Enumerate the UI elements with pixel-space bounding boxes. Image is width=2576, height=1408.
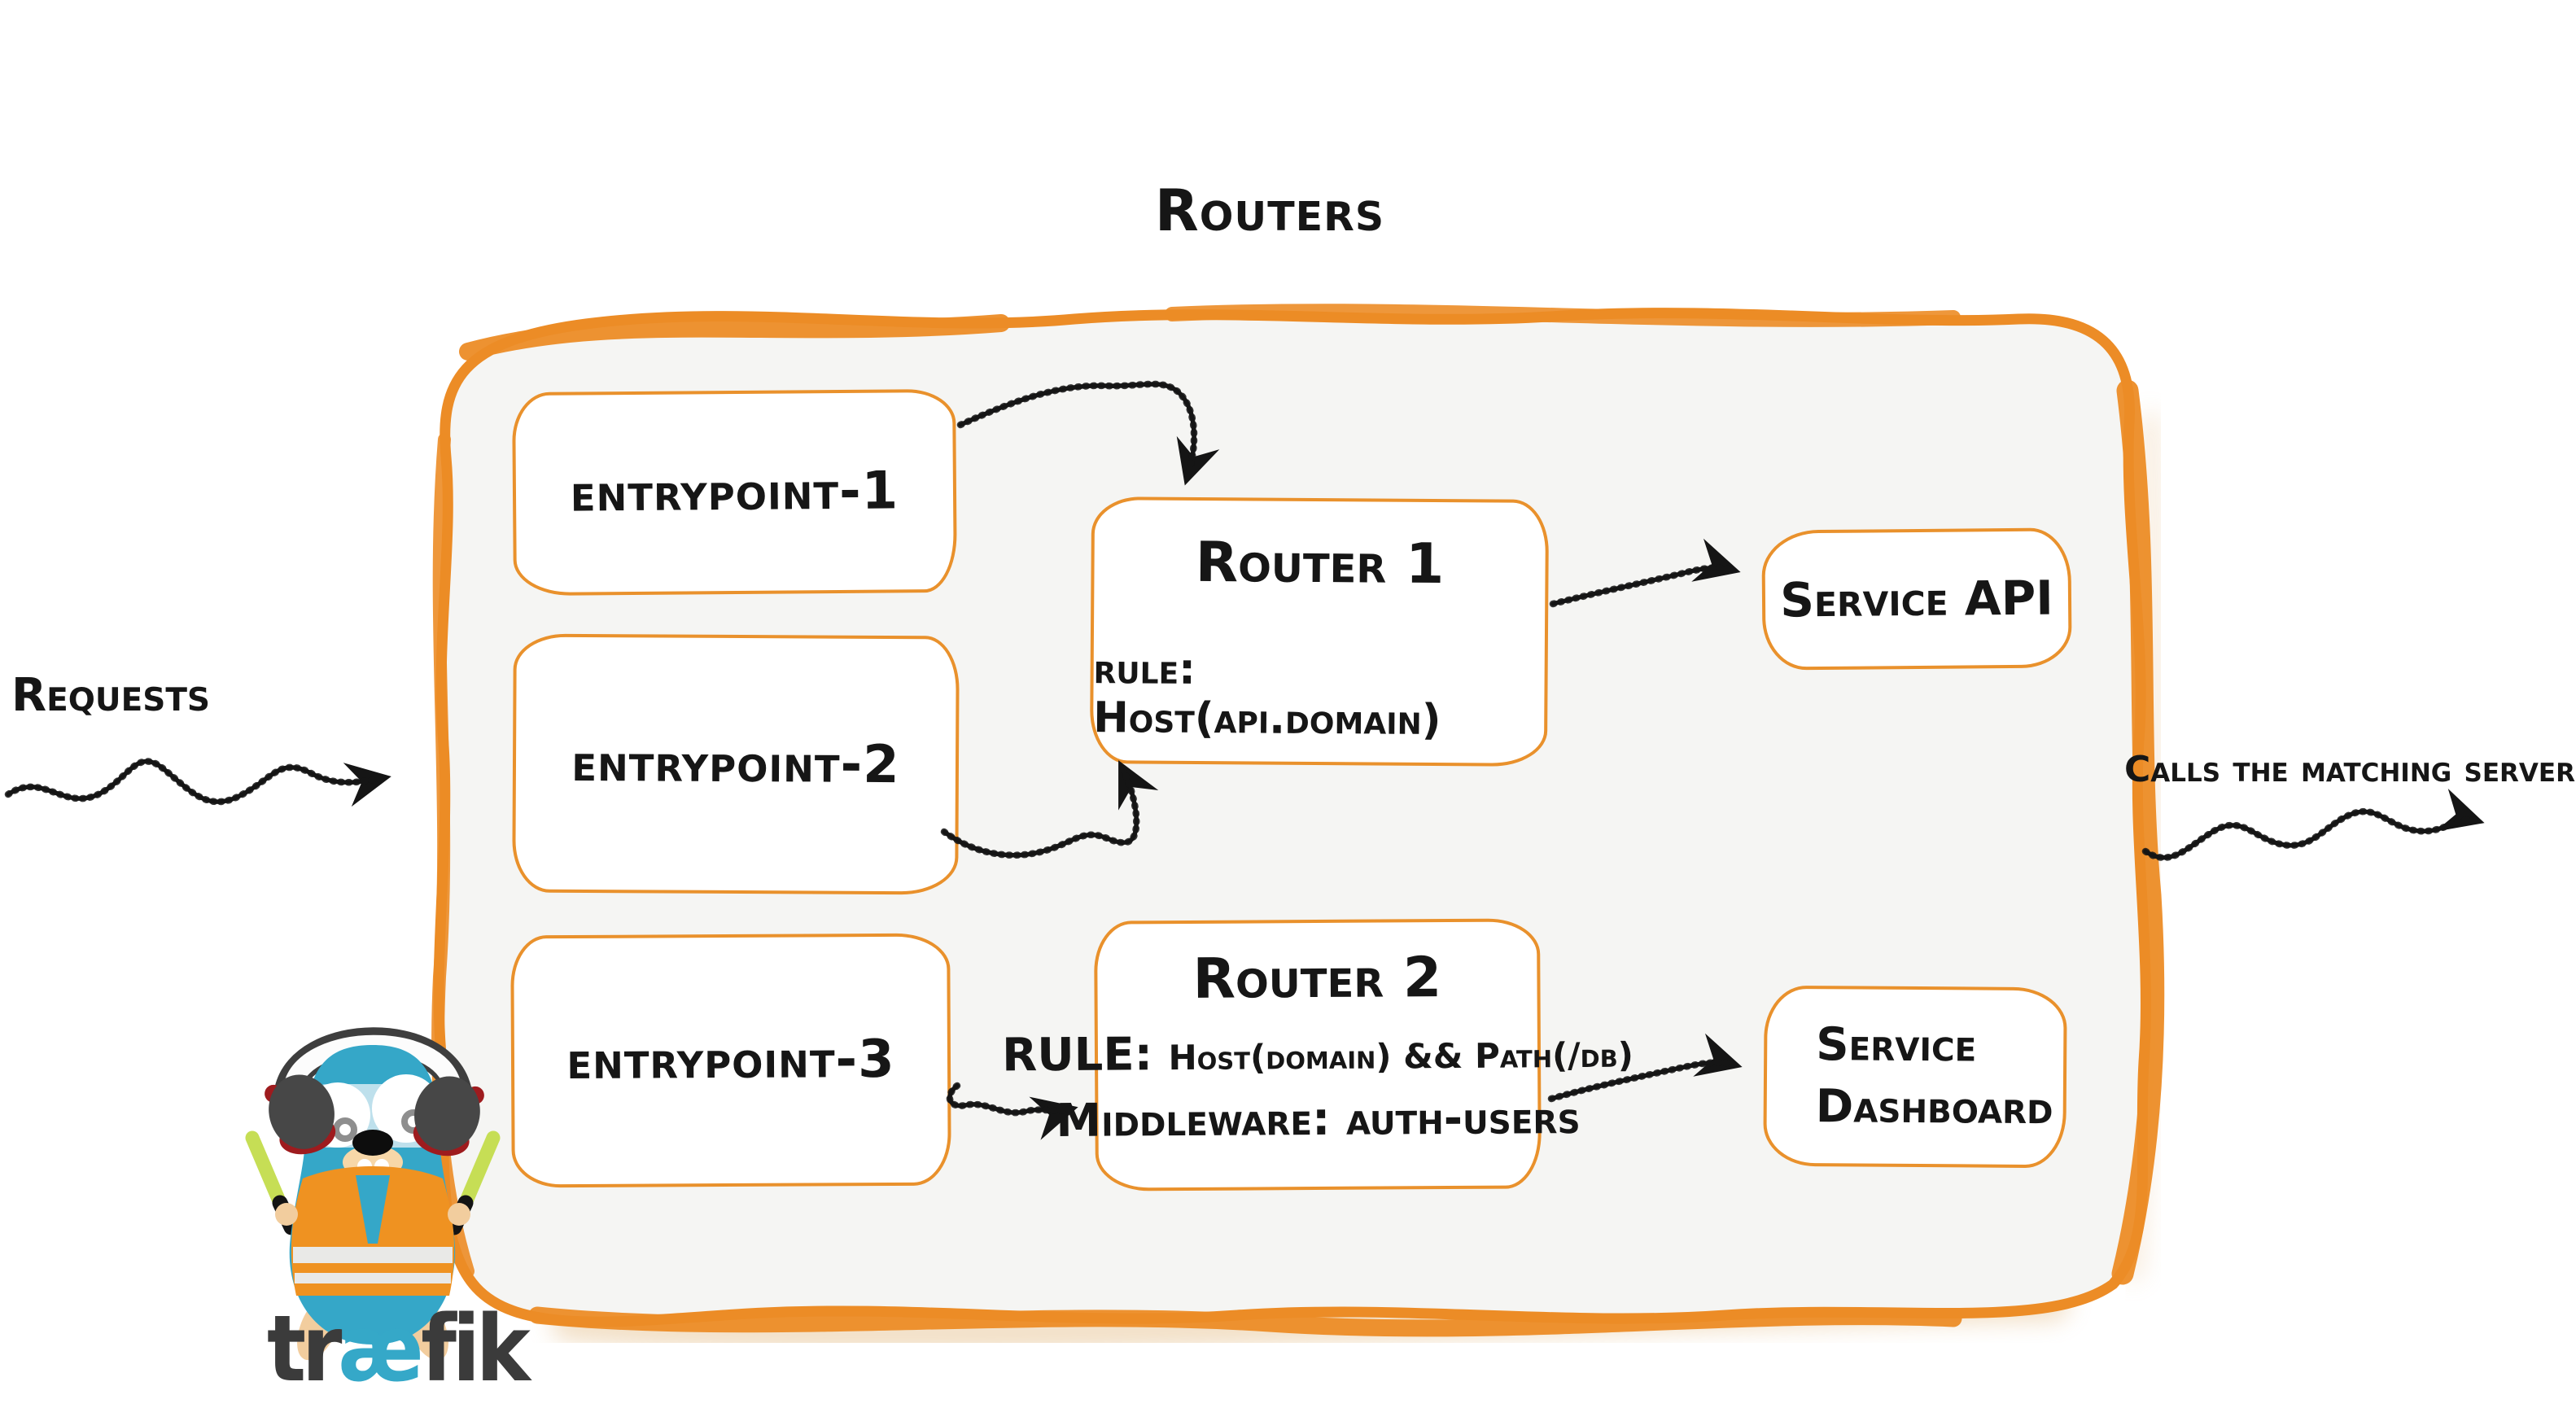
gopher-eye-left	[305, 1082, 370, 1148]
router-2-rule-value: Host(domain) && Path(/db)	[1168, 1034, 1634, 1078]
gopher-tooth-left	[357, 1159, 372, 1190]
router-2-box: Router 2 RULE: Host(domain) && Path(/db)…	[1002, 918, 1634, 1192]
headphones-band-icon	[274, 1027, 472, 1107]
service-dashboard-label-line1: Service	[1816, 1018, 1977, 1073]
gopher-hand-right	[448, 1203, 470, 1226]
router-1-box: Router 1 rule: Host(api.domain)	[1089, 496, 1550, 767]
entrypoint-1-label: entrypoint-1	[570, 461, 899, 524]
wordmark-suffix: fik	[421, 1296, 531, 1402]
container-shadow-right	[2120, 411, 2167, 1282]
headphones-earcup-right	[413, 1076, 484, 1157]
headphones-earcup-left	[265, 1074, 336, 1155]
entrypoint-3-label: entrypoint-3	[566, 1029, 895, 1092]
arrow-router1-serviceapi	[1549, 538, 1741, 608]
gopher-vest	[291, 1166, 455, 1296]
gopher-eye-right	[372, 1074, 440, 1143]
gopher-hand-left	[275, 1203, 298, 1226]
router-2-title: Router 2	[1192, 946, 1442, 1012]
service-dashboard-box: Service Dashboard	[1763, 985, 2067, 1169]
entrypoint-2-box: entrypoint-2	[512, 633, 960, 895]
arrow-calls	[2141, 789, 2485, 861]
router-1-title: Router 1	[1195, 530, 1445, 597]
container-shadow	[551, 1283, 2070, 1353]
traffic-wand-left	[245, 1130, 300, 1235]
gopher-vest-opening	[356, 1175, 390, 1244]
arrow-entrypoint3-router2	[946, 1082, 1078, 1140]
vest-stripe-1	[293, 1247, 453, 1263]
arrow-entrypoint1-router1	[956, 380, 1220, 486]
arrow-requests	[4, 758, 391, 807]
entrypoint-1-box: entrypoint-1	[512, 388, 957, 597]
headphones-band-highlight	[284, 1034, 461, 1095]
gopher-nose	[352, 1130, 393, 1156]
entrypoint-2-label: entrypoint-2	[571, 732, 900, 796]
service-api-label: Service API	[1779, 570, 2054, 628]
outgoing-label: Calls the matching server	[2124, 749, 2575, 790]
service-dashboard-label-line2: Dashboard	[1815, 1080, 2053, 1135]
goggles-visor	[309, 1084, 438, 1148]
router-1-rule: rule: Host(api.domain)	[1093, 645, 1545, 746]
traefik-logo-wordmark: træfik	[267, 1304, 531, 1395]
arrow-entrypoint2-router1	[940, 760, 1159, 859]
gopher-pupil-left	[333, 1117, 357, 1142]
router-2-rule-label: RULE:	[1001, 1028, 1169, 1082]
service-api-box: Service API	[1761, 527, 2072, 671]
router-1-rule-value: Host(api.domain)	[1093, 693, 1441, 746]
page-title: Routers	[1154, 177, 1385, 244]
traffic-wand-right	[446, 1130, 501, 1235]
entrypoint-3-box: entrypoint-3	[510, 933, 951, 1188]
vest-stripe-2	[295, 1273, 451, 1283]
gopher-pupil-right	[401, 1109, 426, 1134]
wordmark-ligature: æ	[338, 1296, 424, 1402]
router-1-rule-label: rule:	[1093, 645, 1196, 695]
wordmark-prefix: tr	[267, 1296, 342, 1402]
gopher-muzzle	[343, 1145, 403, 1179]
router-2-rule: RULE: Host(domain) && Path(/db)	[1002, 1025, 1634, 1082]
gopher-tooth-right	[374, 1159, 389, 1190]
requests-label: Requests	[11, 669, 211, 722]
router-2-middleware: Middleware: auth-users	[1056, 1091, 1581, 1148]
